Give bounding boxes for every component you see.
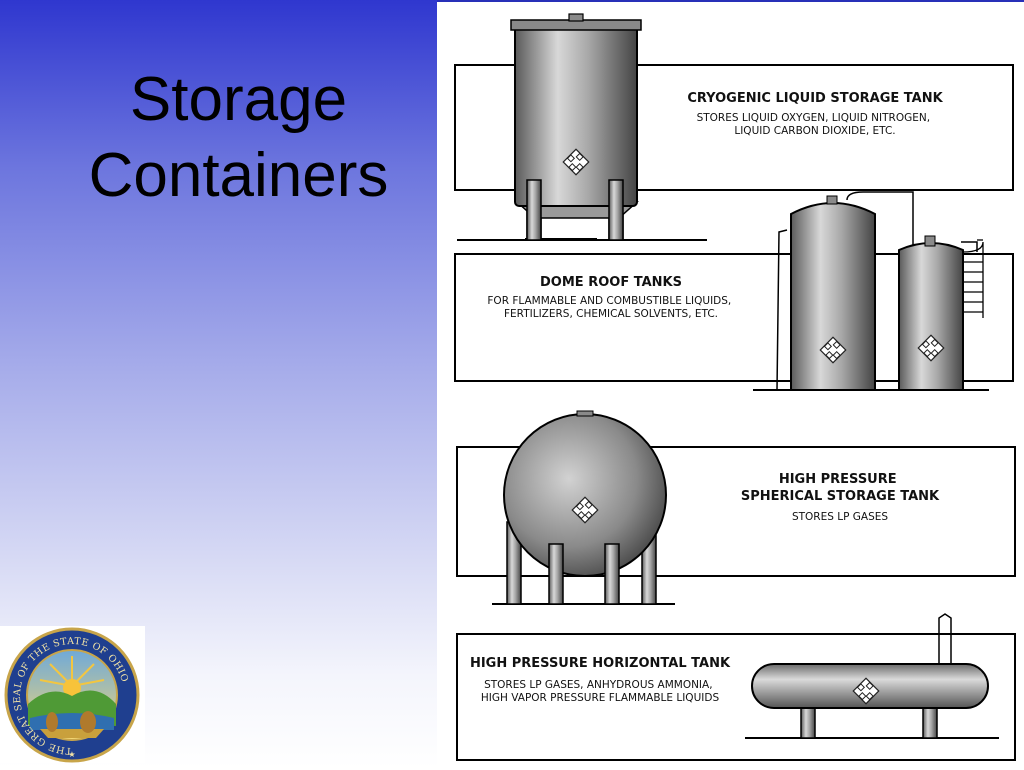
cryogenic-title: CRYOGENIC LIQUID STORAGE TANK	[687, 91, 943, 106]
cryogenic-tank-illustration	[510, 13, 642, 241]
svg-text:★: ★	[68, 750, 75, 759]
slide-title-line-1: Storage	[129, 65, 348, 134]
spherical-title-line-2: SPHERICAL STORAGE TANK	[741, 489, 940, 504]
svg-text:FOR FLAMMABLE AND COMBUSTIBLE: FOR FLAMMABLE AND COMBUSTIBLE LIQUIDS, F…	[487, 295, 734, 320]
svg-text:HIGH PRESSURE SPHERICA: HIGH PRESSURE SPHERICAL STORAGE TANK	[741, 472, 940, 504]
dome-roof-tanks-illustration	[776, 191, 984, 391]
cryogenic-desc-line-1: STORES LIQUID OXYGEN, LIQUID NITROGEN,	[697, 112, 931, 124]
svg-text:DOME ROOF TANKS: DOME ROOF TANKS	[540, 275, 682, 290]
svg-text:CRYOGENIC LIQUID STORAGE TANK: CRYOGENIC LIQUID STORAGE TANK	[687, 91, 943, 106]
ohio-seal-logo: THE GREAT SEAL OF THE STATE OF OHIO ★	[0, 626, 145, 763]
horizontal-desc-line-2: HIGH VAPOR PRESSURE FLAMMABLE LIQUIDS	[481, 692, 720, 704]
dome-roof-title: DOME ROOF TANKS	[540, 275, 682, 290]
spherical-tank-group: HIGH PRESSURE SPHERICAL STORAGE TANK STO…	[456, 410, 1016, 605]
svg-text:STORES LP GASES, ANHYDROUS AMM: STORES LP GASES, ANHYDROUS AMMONIA, HIGH…	[481, 679, 720, 704]
spherical-tank-illustration	[503, 410, 667, 605]
horizontal-desc-line-1: STORES LP GASES, ANHYDROUS AMMONIA,	[484, 679, 712, 691]
ohio-seal-icon: THE GREAT SEAL OF THE STATE OF OHIO ★	[4, 627, 140, 763]
cryogenic-tank-group: CRYOGENIC LIQUID STORAGE TANK STORES LIQ…	[454, 13, 1014, 241]
horizontal-tank-illustration	[751, 613, 989, 739]
cryogenic-desc-line-2: LIQUID CARBON DIOXIDE, ETC.	[734, 125, 895, 137]
dome-roof-desc-line-2: FERTILIZERS, CHEMICAL SOLVENTS, ETC.	[504, 308, 718, 320]
slide-title: Storage Containers	[20, 62, 457, 214]
storage-tank-figure: CRYOGENIC LIQUID STORAGE TANK STORES LIQ…	[437, 0, 1024, 768]
horizontal-tank-group: HIGH PRESSURE HORIZONTAL TANK STORES LP …	[456, 613, 1016, 761]
slide-title-line-2: Containers	[88, 141, 389, 210]
spherical-desc-line-1: STORES LP GASES	[792, 511, 888, 523]
svg-text:STORES LIQUID OXYGEN, LIQUID N: STORES LIQUID OXYGEN, LIQUID NITROGEN, L…	[697, 112, 934, 137]
spherical-title-line-1: HIGH PRESSURE	[779, 472, 897, 487]
svg-text:HIGH PRESSURE HORIZONTAL TANK: HIGH PRESSURE HORIZONTAL TANK	[470, 656, 731, 671]
horizontal-title: HIGH PRESSURE HORIZONTAL TANK	[470, 656, 731, 671]
svg-text:STORES LP GASES: STORES LP GASES	[792, 511, 888, 523]
dome-roof-tanks-group: DOME ROOF TANKS FOR FLAMMABLE AND COMBUS…	[454, 191, 1014, 391]
dome-roof-desc-line-1: FOR FLAMMABLE AND COMBUSTIBLE LIQUIDS,	[487, 295, 731, 307]
